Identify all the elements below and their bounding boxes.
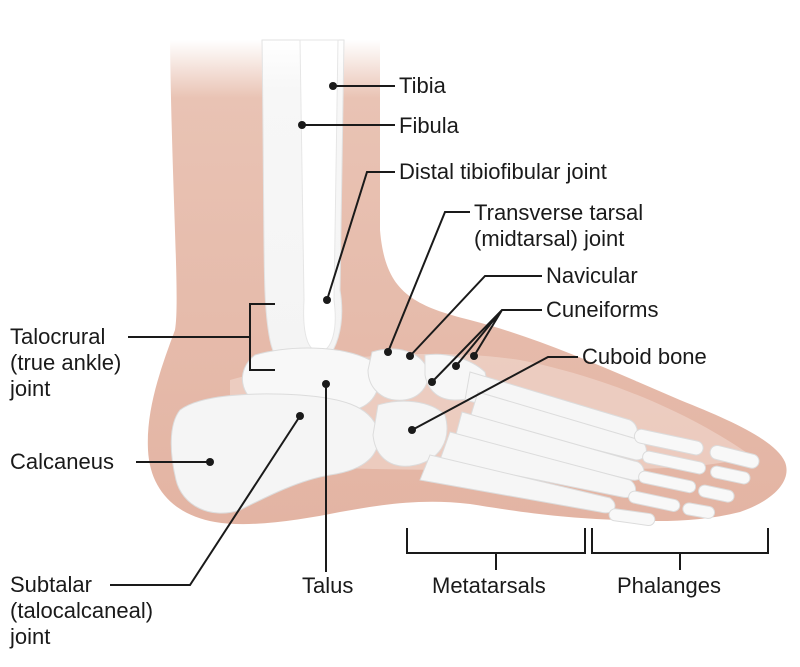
label-line: (talocalcaneal) [10, 598, 154, 623]
label-cuneiforms: Cuneiforms [546, 297, 659, 322]
leader-cuboid [411, 356, 578, 431]
label-talus: Talus [302, 573, 354, 598]
label-line: joint [10, 376, 51, 401]
bracket-phalanges [591, 528, 769, 570]
bracket-metatarsals [406, 528, 586, 570]
label-fibula: Fibula [399, 113, 459, 138]
label-cuboid-bone: Cuboid bone [582, 344, 707, 369]
label-line: Subtalar [10, 572, 92, 597]
navicular-bone [367, 348, 429, 401]
label-talocrural-joint: Talocrural (true ankle) joint [10, 324, 121, 402]
metatarsal-bones [419, 371, 647, 514]
phalanx-bones [608, 428, 760, 527]
label-navicular: Navicular [546, 263, 638, 288]
label-line: (true ankle) [10, 350, 122, 375]
label-subtalar-joint: Subtalar (talocalcaneal) joint [10, 572, 153, 650]
leader-transverse-tarsal [387, 211, 470, 353]
cuboid-bone [372, 400, 448, 467]
leader-dots [206, 82, 478, 466]
label-tibia: Tibia [399, 73, 446, 98]
leader-distal-tibiofibular [326, 171, 395, 301]
leader-cuneiforms [431, 309, 542, 383]
leader-navicular [409, 275, 542, 357]
label-line: (midtarsal) joint [474, 226, 625, 251]
label-calcaneus: Calcaneus [10, 449, 114, 474]
leader-subtalar [110, 415, 301, 586]
label-phalanges: Phalanges [617, 573, 721, 598]
label-line: joint [10, 624, 51, 649]
label-transverse-tarsal-joint: Transverse tarsal (midtarsal) joint [474, 200, 643, 252]
label-line: Talocrural [10, 324, 106, 349]
label-metatarsals: Metatarsals [432, 573, 546, 598]
label-line: Transverse tarsal [474, 200, 644, 225]
leader-lines [110, 85, 769, 586]
leader-talocrural [128, 303, 275, 371]
label-distal-tibiofibular-joint: Distal tibiofibular joint [399, 159, 607, 184]
